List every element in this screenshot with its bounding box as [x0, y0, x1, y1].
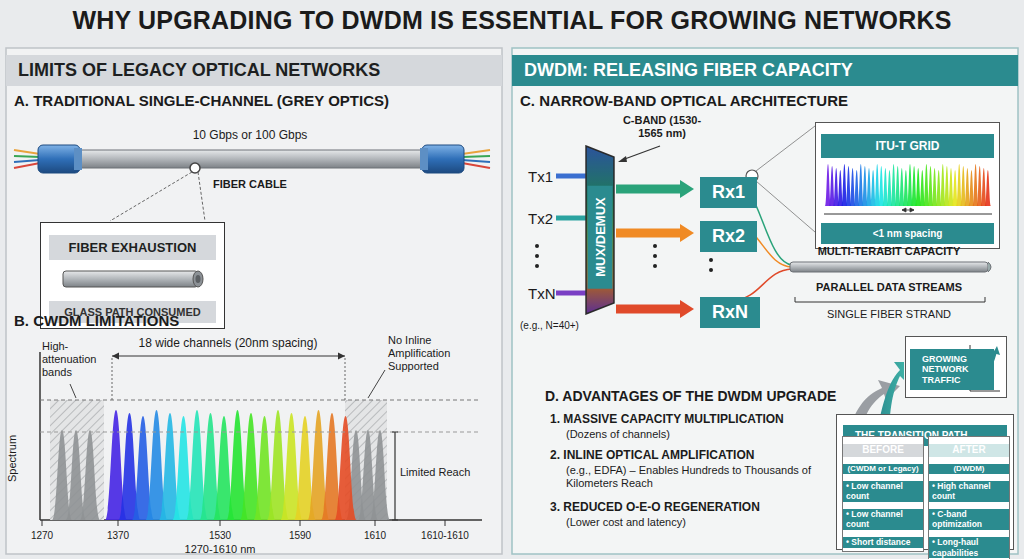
text-label: A. TRADITIONAL SINGLE-CHANNEL (GREY OPTI… — [14, 92, 389, 110]
fiber-cable — [14, 145, 490, 221]
text-label: 1590 — [280, 530, 320, 542]
text-label: Limited Reach — [400, 466, 480, 479]
text-label: 2. INLINE OPTICAL AMPLIFICATION — [550, 448, 754, 462]
node-box: MUX/DEMUX — [585, 145, 615, 315]
page-title: WHY UPGRADING TO DWDM IS ESSENTIAL FOR G… — [0, 6, 1024, 35]
node-box: LIMITS OF LEGACY OPTICAL NETWORKS FIBER E… — [6, 48, 502, 554]
node-text: FIBER EXHAUSTION — [49, 235, 216, 260]
node-text: • C-band optimization — [929, 509, 1009, 530]
node-text: Rx2 — [700, 221, 757, 252]
text-label: C-BAND (1530-1565 nm) — [616, 114, 708, 140]
node-text: • Short distance — [843, 537, 923, 548]
signal-arrow — [616, 224, 694, 242]
text-label: D. ADVANTAGES OF THE DWDM UPGRADE — [545, 388, 836, 405]
node-box: AFTER (DWDM) • High channel count • C-band … — [928, 436, 1010, 559]
text-label: MULTI-TERABIT CAPACITY — [789, 245, 989, 258]
node-text: (DWDM) — [929, 464, 1009, 474]
text-label: 1. MASSIVE CAPACITY MULTIPLICATION — [550, 412, 784, 426]
node-text: LIMITS OF LEGACY OPTICAL NETWORKS — [6, 55, 502, 86]
node-box: THE TRANSITION PATHBEFORE(CWDM or Legacy… — [836, 414, 1014, 550]
node-text: AFTER — [929, 444, 1009, 457]
fiber-tube — [58, 264, 208, 294]
text-label: (e.g., EDFA) – Enables Hundreds to Thous… — [566, 464, 816, 490]
node-text: DWDM: RELEASING FIBER CAPACITY — [512, 55, 1018, 86]
text-label: 1270-1610 nm — [160, 543, 280, 556]
node-text: • Low channel count — [843, 509, 923, 530]
node-text: Rx1 — [700, 177, 757, 208]
text-label: 1610 — [355, 530, 395, 542]
node-box: ITU-T GRID <1 nm spacing — [815, 122, 1000, 249]
node-box: Rx1 — [698, 169, 759, 209]
node-text: • High channel count — [929, 481, 1009, 502]
text-label: Tx1 — [528, 168, 553, 186]
text-label: Tx2 — [528, 210, 553, 228]
text-label: 1370 — [98, 530, 138, 542]
node-box: GROWING NETWORK TRAFFIC — [905, 336, 1007, 398]
text-label: B. CWDM LIMITATIONS — [14, 312, 179, 330]
node-box: Rx2 — [698, 213, 759, 253]
text-label: 1610-1610 — [410, 530, 480, 542]
node-text: • Long-haul capabilities — [929, 537, 1009, 558]
text-label: High-attenuation bands — [42, 340, 104, 380]
text-label: 10 Gbps or 100 Gbps — [150, 128, 350, 142]
node-box: BEFORE (CWDM or Legacy) • Low channel coun… — [842, 436, 924, 552]
node-text: RxN — [700, 297, 760, 328]
text-label: 3. REDUCED O-E-O REGENERATION — [550, 500, 760, 514]
node-text: GROWING NETWORK TRAFFIC — [910, 349, 994, 390]
node-text: BEFORE — [843, 444, 923, 457]
node-text: (CWDM or Legacy) — [843, 464, 923, 474]
node-box: RxN — [698, 289, 762, 329]
itu-spectrum — [822, 160, 994, 216]
text-label: C. NARROW-BAND OPTICAL ARCHITECTURE — [520, 92, 848, 110]
signal-arrow — [616, 180, 694, 198]
node-text: MUX/DEMUX — [588, 185, 613, 288]
node-text: <1 nm spacing — [821, 223, 994, 244]
text-label: PARALLEL DATA STREAMS — [789, 281, 989, 294]
text-label: TxN — [528, 285, 556, 303]
text-label: 1530 — [200, 530, 240, 542]
text-label: Spectrum — [6, 435, 19, 482]
text-label: SINGLE FIBER STRAND — [789, 308, 989, 321]
node-text: • Low channel count — [843, 481, 923, 502]
node-text: ITU-T GRID — [821, 134, 994, 158]
text-label: FIBER CABLE — [190, 178, 310, 191]
text-label: 1270 — [22, 530, 62, 542]
text-label: (Lower cost and latency) — [566, 516, 686, 529]
signal-arrow — [616, 300, 694, 318]
cwdm-spectrum — [40, 352, 482, 526]
text-label: (e.g., N=40+) — [520, 320, 579, 332]
text-label: (Dozens of channels) — [566, 428, 670, 441]
text-label: No Inline Amplification Supported — [388, 334, 483, 374]
text-label: 18 wide channels (20nm spacing) — [118, 336, 338, 350]
